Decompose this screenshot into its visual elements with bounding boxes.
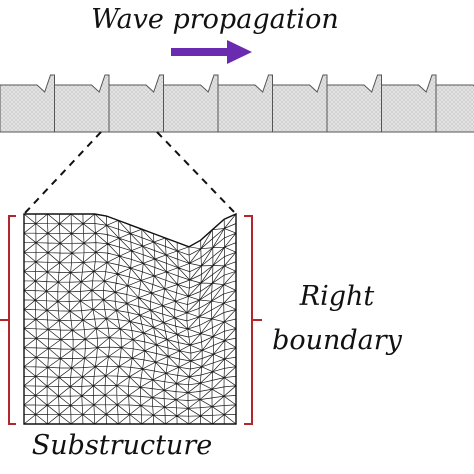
substructure-mesh [23, 212, 237, 425]
zoom-guide-right [156, 131, 237, 215]
strip-cell [163, 74, 219, 133]
periodic-structure-strip [0, 74, 474, 133]
strip-cell [326, 74, 382, 133]
strip-cell [272, 74, 328, 133]
left-boundary-bracket [8, 215, 16, 425]
mesh-elements [23, 213, 237, 425]
strip-cell [54, 74, 110, 133]
mesh-outline [23, 212, 237, 425]
strip-cell [217, 74, 273, 133]
strip-cell [0, 74, 55, 133]
right-boundary-bracket [244, 215, 253, 425]
right-boundary-label-line2: boundary [272, 325, 403, 356]
zoom-guide-left [23, 131, 102, 215]
wave-propagation-title: Wave propagation [91, 4, 339, 35]
strip-cell [381, 74, 437, 133]
strip-cell [435, 84, 474, 133]
right-boundary-label-line1: Right [299, 281, 375, 312]
substructure-caption: Substructure [32, 430, 212, 461]
arrow-right-icon [171, 40, 252, 64]
strip-cell [108, 74, 164, 133]
